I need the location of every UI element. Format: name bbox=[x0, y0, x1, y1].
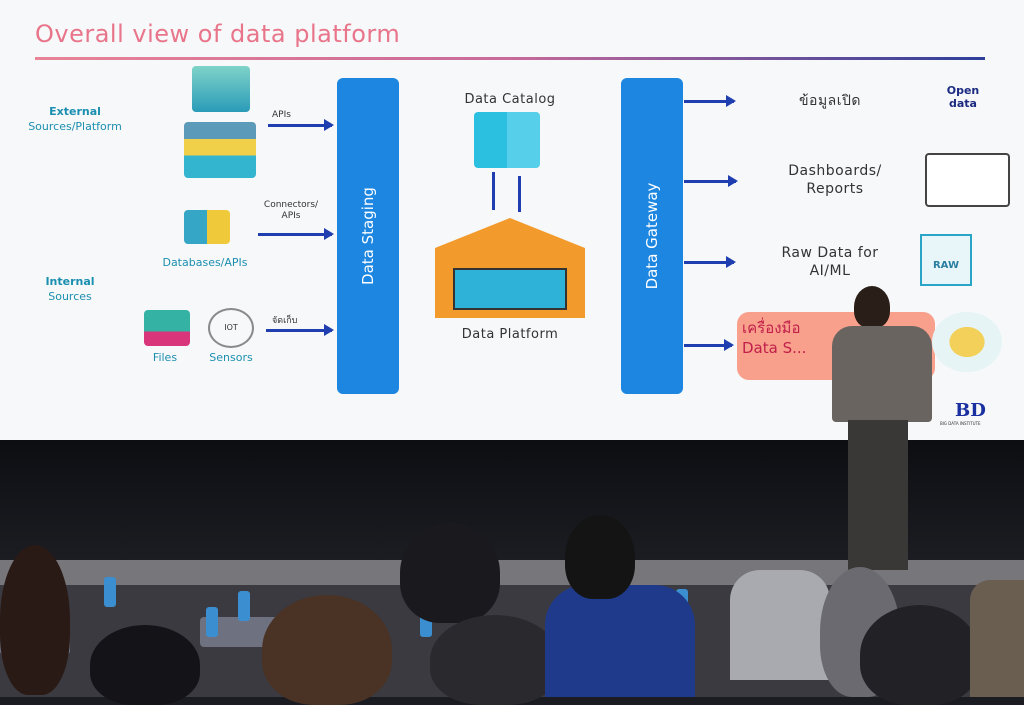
open-data-label: Open data bbox=[946, 84, 980, 110]
audience-member-grey bbox=[730, 570, 830, 680]
water-bottle bbox=[238, 591, 250, 621]
water-bottle bbox=[206, 607, 218, 637]
external-rest: Sources/Platform bbox=[28, 120, 122, 133]
arrow-icon bbox=[684, 175, 738, 187]
arrow-icon bbox=[684, 95, 736, 107]
output-raw-data: Raw Data for AI/ML bbox=[781, 245, 879, 279]
arrow-icon bbox=[258, 228, 334, 240]
data-platform-warehouse-icon bbox=[435, 218, 585, 318]
arrow-icon bbox=[684, 339, 734, 351]
raw-file-icon: RAW bbox=[920, 234, 972, 286]
audience-member-blue-shirt bbox=[545, 585, 695, 697]
bdi-logo-caption: BIG DATA INSTITUTE bbox=[940, 421, 981, 426]
database-row-icon bbox=[453, 268, 567, 310]
files-label: Files bbox=[152, 351, 178, 364]
data-gateway-bar: Data Gateway bbox=[621, 78, 683, 394]
apis-label: APIs bbox=[272, 110, 291, 120]
arrow-icon bbox=[266, 324, 334, 336]
bank-link-database-icon bbox=[184, 122, 256, 178]
speaker-trousers bbox=[848, 420, 908, 570]
external-bold: External bbox=[49, 105, 101, 118]
speaker-jacket bbox=[832, 326, 932, 422]
ai-chip-icon bbox=[932, 312, 1002, 372]
bdi-logo: BD bbox=[955, 400, 986, 421]
audience-member bbox=[0, 545, 70, 695]
files-icon bbox=[144, 310, 190, 346]
audience-member-head bbox=[565, 515, 635, 599]
speaker-head bbox=[854, 286, 890, 328]
speaker bbox=[812, 286, 932, 578]
down-arrow-icon bbox=[492, 172, 495, 210]
output-data-science-tools: เครื่องมือ Data S... bbox=[740, 318, 812, 358]
data-integration-icon bbox=[192, 66, 250, 112]
output-open-data: ข้อมูลเปิด bbox=[798, 93, 862, 109]
external-sources-label: External Sources/Platform bbox=[15, 104, 135, 134]
audience-member bbox=[400, 523, 500, 623]
audience-area bbox=[0, 515, 1024, 705]
staging-label: Data Staging bbox=[359, 187, 377, 285]
arrow-icon bbox=[684, 256, 736, 268]
connectors-label: Connectors/ APIs bbox=[263, 200, 319, 221]
water-bottle bbox=[104, 577, 116, 607]
audience-member bbox=[970, 580, 1024, 697]
store-label: จัดเก็บ bbox=[272, 316, 298, 326]
audience-member bbox=[860, 605, 980, 705]
databases-label: Databases/APIs bbox=[162, 256, 248, 269]
platform-label: Data Platform bbox=[461, 327, 559, 342]
dashboard-chart-icon bbox=[925, 153, 1010, 207]
iot-sensors-icon: IOT bbox=[208, 308, 254, 348]
slide-title: Overall view of data platform bbox=[35, 20, 401, 48]
arrow-icon bbox=[268, 119, 334, 131]
data-catalog-icon bbox=[474, 112, 540, 168]
internal-bold: Internal bbox=[45, 275, 95, 288]
title-divider bbox=[35, 57, 985, 60]
presentation-slide: Overall view of data platform External S… bbox=[0, 0, 1024, 440]
audience-member bbox=[90, 625, 200, 705]
audience-member bbox=[430, 615, 560, 705]
sensors-label: Sensors bbox=[209, 351, 253, 364]
audience-member bbox=[262, 595, 392, 705]
catalog-label: Data Catalog bbox=[464, 92, 556, 107]
up-arrow-icon bbox=[518, 176, 521, 212]
internal-sources-label: Internal Sources bbox=[25, 274, 115, 304]
data-staging-bar: Data Staging bbox=[337, 78, 399, 394]
internal-rest: Sources bbox=[48, 290, 92, 303]
database-server-icon bbox=[184, 210, 230, 244]
output-dashboards: Dashboards/ Reports bbox=[788, 163, 882, 197]
gateway-label: Data Gateway bbox=[643, 182, 661, 290]
